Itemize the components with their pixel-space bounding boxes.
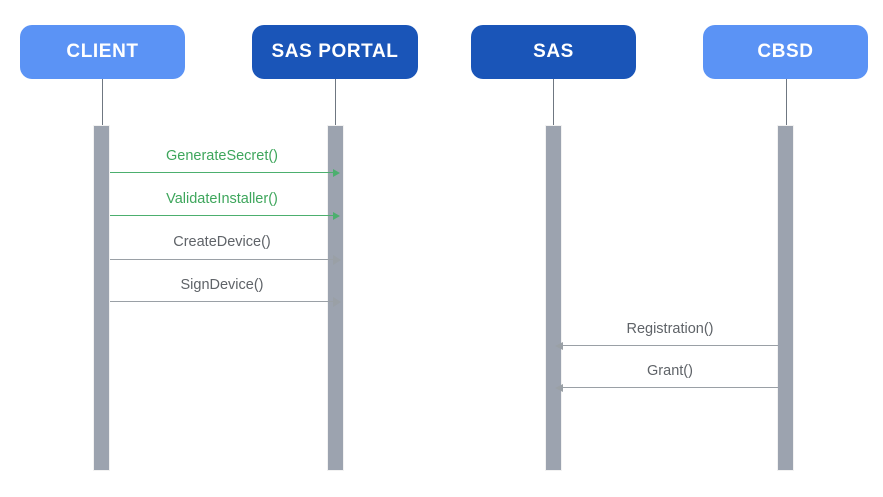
actor-box-sas-portal[interactable]: SAS PORTAL [252, 25, 418, 79]
arrowhead-right-validate-installer [333, 212, 340, 220]
arrowhead-right-generate-secret [333, 169, 340, 177]
lifeline-client [102, 79, 103, 125]
message-label-grant: Grant() [647, 363, 693, 379]
actor-box-client[interactable]: CLIENT [20, 25, 185, 79]
message-line-create-device [110, 259, 334, 260]
arrowhead-right-create-device [333, 255, 341, 265]
message-label-generate-secret: GenerateSecret() [165, 148, 279, 164]
message-label-validate-installer: ValidateInstaller() [166, 191, 278, 207]
actor-box-sas[interactable]: SAS [471, 25, 636, 79]
message-line-generate-secret [110, 172, 334, 173]
activation-bar-client [93, 125, 110, 471]
arrowhead-left-grant [555, 384, 563, 392]
message-label-registration: Registration() [626, 321, 714, 337]
message-line-validate-installer [110, 215, 334, 216]
lifeline-sas-portal [335, 79, 336, 125]
message-label-create-device: CreateDevice() [173, 234, 271, 250]
arrowhead-right-sign-device [333, 297, 341, 307]
message-line-grant [562, 387, 778, 388]
actor-label-sas: SAS [533, 41, 574, 62]
message-line-sign-device [110, 301, 334, 302]
lifeline-sas [553, 79, 554, 125]
actor-box-cbsd[interactable]: CBSD [703, 25, 868, 79]
message-line-registration [562, 345, 778, 346]
actor-label-cbsd: CBSD [757, 41, 814, 62]
actor-label-client: CLIENT [66, 41, 139, 62]
lifeline-cbsd [786, 79, 787, 125]
activation-bar-sas [545, 125, 562, 471]
activation-bar-cbsd [777, 125, 794, 471]
message-label-sign-device: SignDevice() [180, 277, 264, 293]
actor-label-sas-portal: SAS PORTAL [271, 41, 399, 62]
arrowhead-left-registration [555, 342, 563, 350]
